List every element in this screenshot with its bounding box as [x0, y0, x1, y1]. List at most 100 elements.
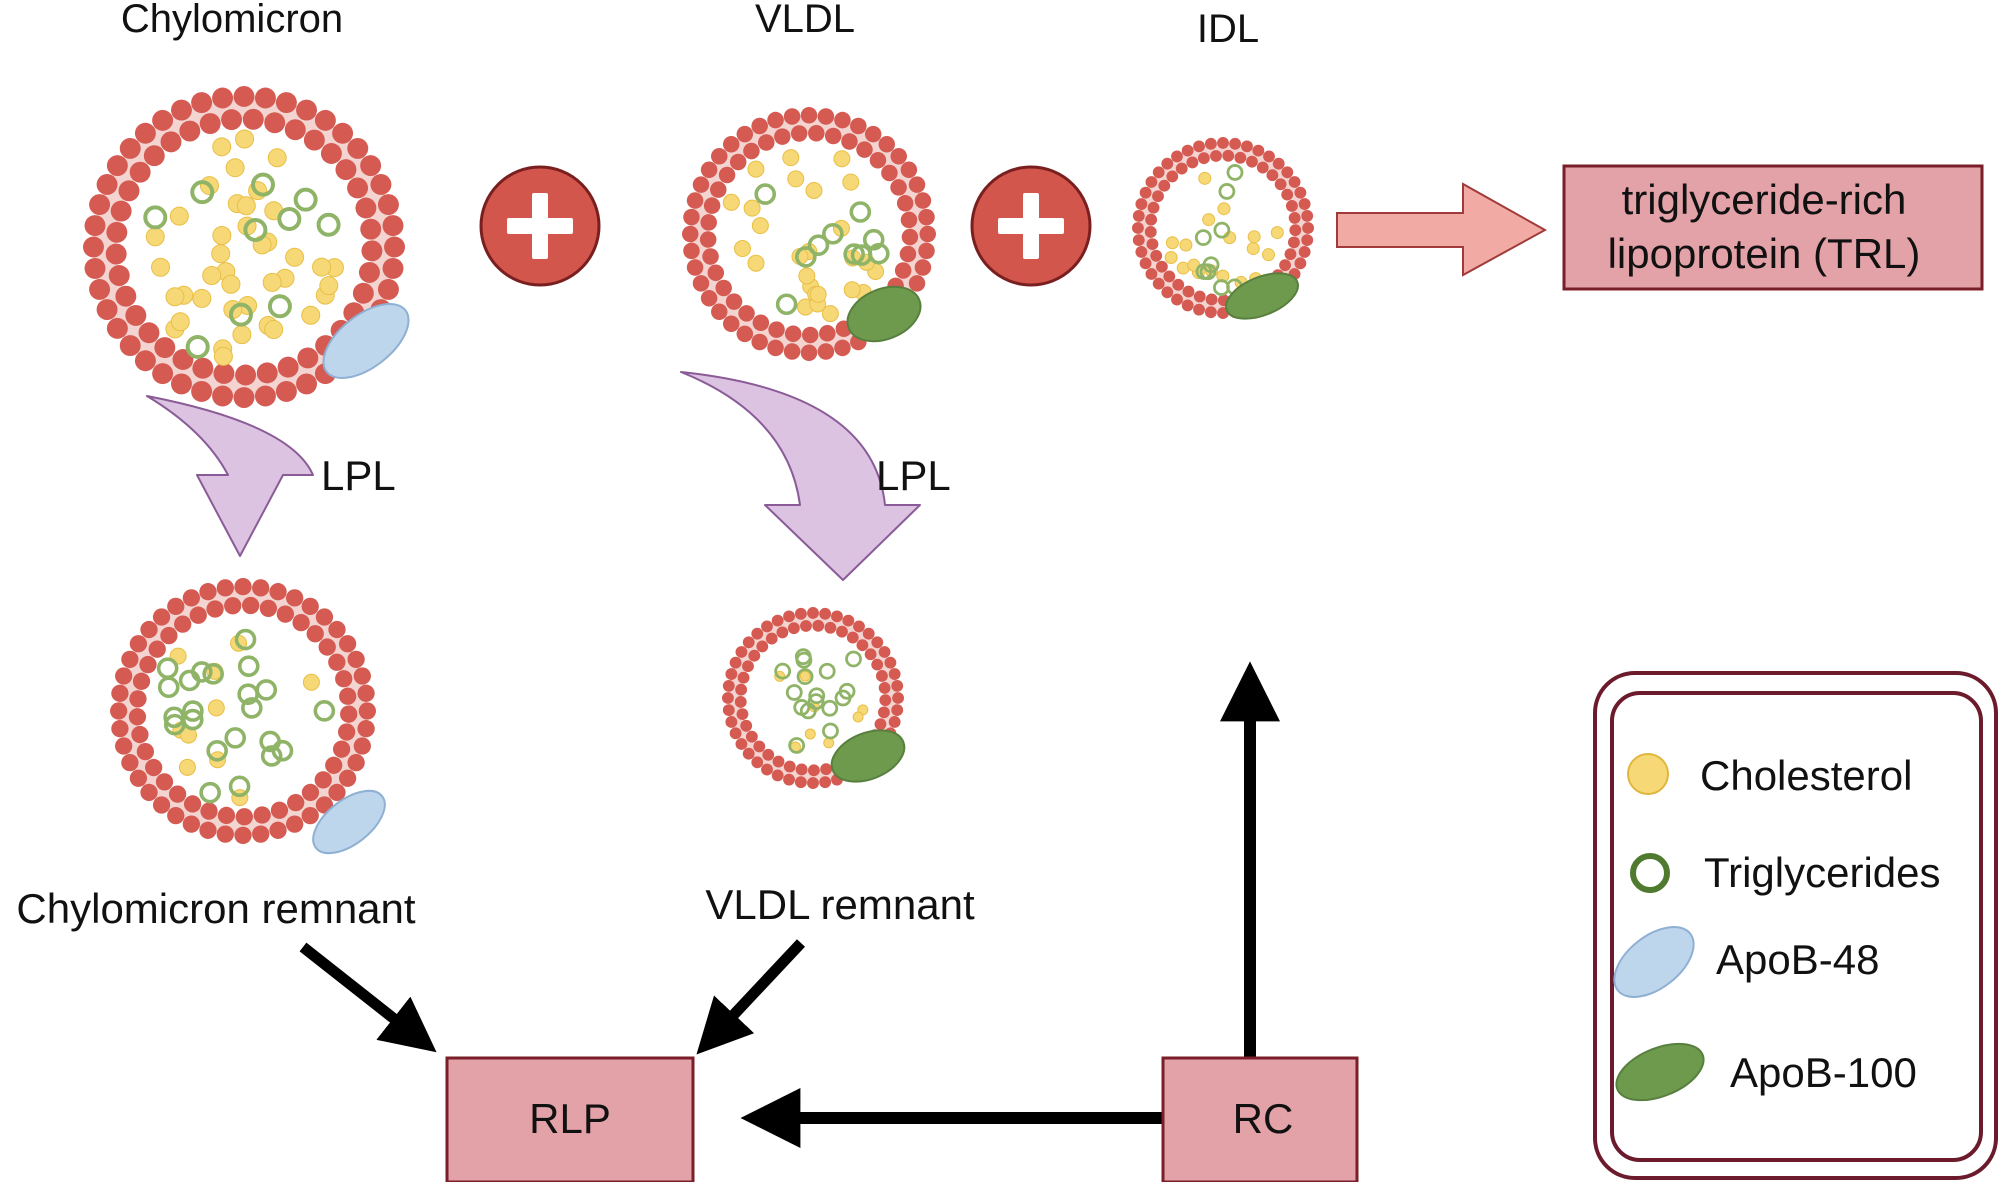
phospholipid-head [1294, 186, 1307, 199]
phospholipid-head [864, 648, 877, 661]
phospholipid-head [1171, 150, 1183, 163]
phospholipid-head [221, 109, 243, 131]
phospholipid-head [692, 176, 710, 193]
phospholipid-head [722, 679, 735, 692]
phospholipid-head [699, 231, 717, 248]
phospholipid-head [794, 776, 807, 789]
phospholipid-head [1204, 306, 1217, 319]
phospholipid-head [878, 136, 896, 153]
cholesterol-dot [751, 217, 769, 235]
phospholipid-head [155, 773, 174, 791]
phospholipid-head [862, 627, 875, 640]
cholesterol-dot [852, 711, 864, 723]
phospholipid-head [1217, 137, 1229, 149]
phospholipid-head [191, 380, 213, 402]
phospholipid-head [1132, 209, 1145, 222]
triglyceride-ring [821, 699, 839, 717]
triglyceride-ring [260, 745, 283, 767]
phospholipid-head [1241, 140, 1253, 153]
phospholipid-head [121, 754, 139, 772]
phospholipid-head [382, 257, 404, 279]
phospholipid-head [1145, 176, 1158, 188]
phospholipid-head [216, 825, 234, 843]
phospholipid-head [256, 362, 278, 384]
phospholipid-head [115, 737, 133, 755]
phospholipid-head [771, 769, 784, 782]
phospholipid-head [382, 215, 404, 237]
phospholipid-head [1139, 186, 1152, 199]
phospholipid-head [735, 646, 748, 658]
membrane-band [93, 96, 395, 398]
cholesterol-dot [782, 149, 800, 167]
phospholipid-head [110, 702, 128, 720]
phospholipid-head [347, 650, 365, 668]
cholesterol-dot [285, 247, 305, 267]
triglyceride-ring [156, 657, 179, 680]
phospholipid-head [277, 356, 299, 378]
triglyceride-ring [277, 206, 302, 231]
cholesterol-dot [823, 737, 835, 749]
cholesterol-dot [267, 148, 287, 168]
phospholipid-head [700, 161, 718, 179]
idl-particle [1132, 137, 1314, 320]
phospholipid-head [1210, 150, 1222, 162]
phospholipid-head [318, 638, 336, 656]
phospholipid-head [1193, 303, 1205, 316]
trl-arrow [1336, 182, 1548, 277]
phospholipid-head [1172, 278, 1185, 291]
phospholipid-head [729, 727, 742, 740]
phospholipid-head [710, 181, 727, 198]
phospholipid-head [275, 380, 297, 402]
phospholipid-head [884, 656, 897, 669]
phospholipid-head [729, 153, 747, 171]
rc-label: RC [1233, 1095, 1294, 1142]
triglycerides-icon [1630, 853, 1670, 893]
phospholipid-head [888, 668, 901, 680]
chylomicron-title: Chylomicron [121, 0, 343, 41]
apob48-icon [312, 789, 386, 855]
phospholipid-head [1145, 268, 1158, 280]
phospholipid-head [901, 228, 919, 246]
phospholipid-head [800, 344, 818, 361]
phospholipid-head [115, 285, 137, 307]
triglyceride-ring [808, 687, 826, 705]
cholesterol-dot [202, 265, 222, 285]
phospholipid-head [360, 218, 382, 240]
membrane-band [1137, 142, 1309, 314]
phospholipid-head [819, 325, 836, 342]
phospholipid-head [253, 806, 271, 824]
phospholipid-head [742, 747, 755, 760]
triglyceride-ring [241, 697, 263, 719]
phospholipid-head [842, 614, 855, 627]
phospholipid-head [182, 815, 200, 833]
phospholipid-head [1289, 224, 1302, 237]
phospholipid-head [325, 756, 343, 774]
plus-icon [970, 165, 1092, 287]
phospholipid-head [878, 682, 891, 694]
phospholipid-head [191, 92, 213, 114]
triglyceride-ring [867, 242, 890, 265]
phospholipid-head [853, 620, 865, 633]
phospholipid-head [328, 620, 346, 639]
phospholipid-head [160, 131, 182, 153]
triglyceride-ring [1213, 279, 1230, 296]
phospholipid-head [881, 164, 898, 182]
phospholipid-head [301, 806, 319, 825]
trl-box-line2: lipoprotein (TRL) [1608, 230, 1921, 277]
phospholipid-head [1287, 236, 1300, 249]
phospholipid-head [812, 619, 825, 632]
phospholipid-head [683, 242, 700, 260]
phospholipid-head [335, 670, 353, 688]
phospholipid-head [129, 769, 148, 787]
phospholipid-head [301, 597, 319, 616]
phospholipid-head [340, 705, 358, 723]
cholesterol-dot [1246, 242, 1260, 256]
phospholipid-head [129, 690, 147, 708]
phospholipid-head [900, 211, 918, 229]
phospholipid-head [1288, 212, 1301, 224]
cholesterol-dot [301, 305, 321, 325]
cholesterol-dot [170, 312, 190, 332]
phospholipid-head [1146, 238, 1159, 251]
phospholipid-head [1288, 176, 1301, 188]
phospholipid-head [328, 653, 346, 671]
